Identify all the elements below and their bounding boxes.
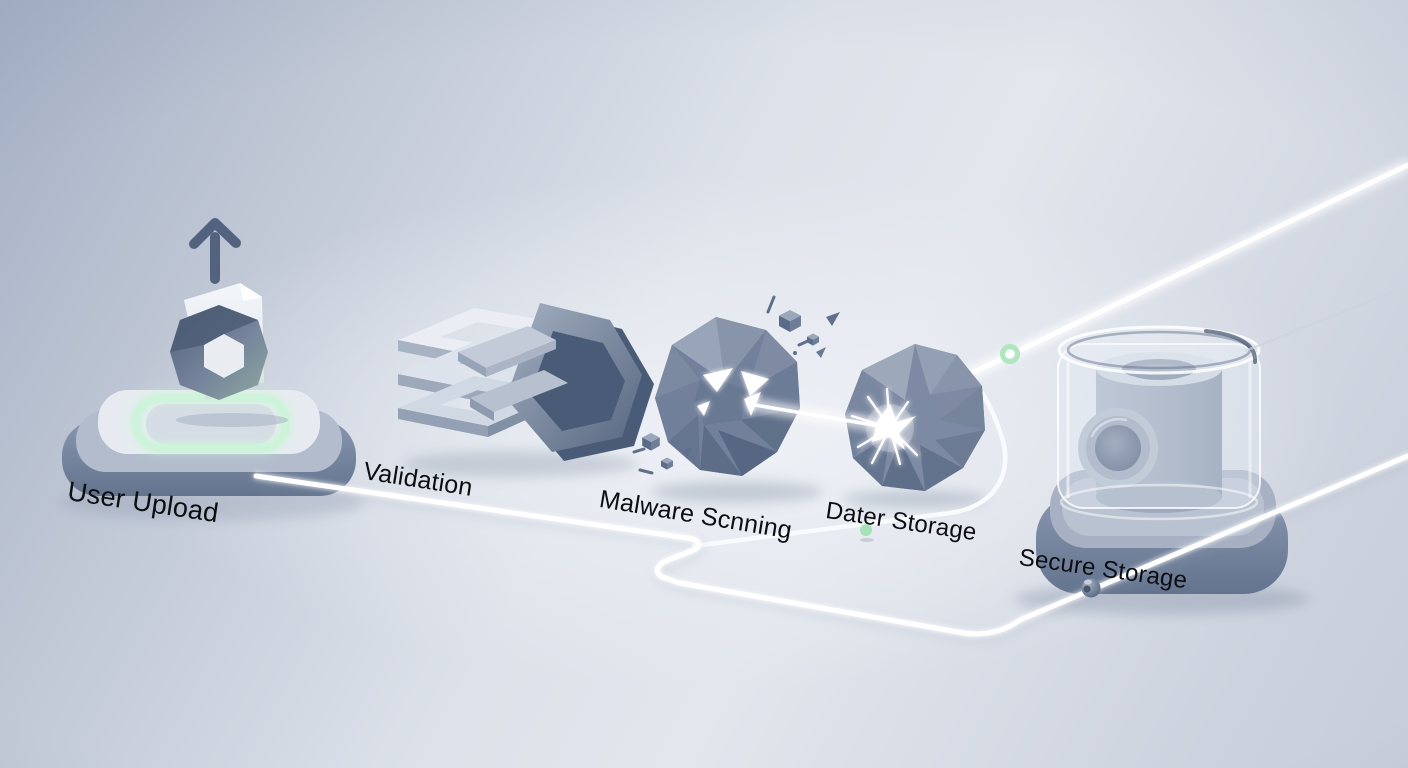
chain-links-icon	[398, 303, 654, 461]
validation-band-links	[458, 326, 568, 421]
vault-port	[1078, 408, 1158, 488]
pipe-indicators	[860, 344, 1101, 598]
malware-polyhedron-icon	[632, 295, 840, 476]
shield-emblem-dark-facet	[170, 305, 258, 352]
pipes-back	[691, 162, 1408, 549]
document-shadow	[176, 413, 288, 427]
scan-sphere-icon	[845, 344, 985, 491]
vault-cylinder	[1078, 352, 1222, 513]
pipe-faint-right	[1244, 284, 1408, 353]
pipe-branch	[691, 375, 1008, 549]
document-folded-corner	[240, 283, 262, 301]
upload-arrow-icon	[189, 218, 241, 284]
pipe-diagonal	[965, 162, 1408, 378]
debris-fragments-top	[766, 295, 840, 358]
green-ring-indicator	[1000, 344, 1020, 364]
upload-pad-icon	[62, 218, 356, 496]
vault-glass	[1057, 325, 1261, 521]
shield-emblem-hole	[204, 334, 244, 378]
pipe-main	[253, 453, 1408, 642]
scan-burst	[850, 387, 919, 466]
storage-vault-icon	[1036, 325, 1288, 594]
debris-fragments-bottom	[632, 433, 692, 475]
green-dot-indicator	[860, 524, 872, 536]
pipe-main-tube	[253, 453, 1408, 637]
malware-face-eyes	[697, 368, 769, 416]
